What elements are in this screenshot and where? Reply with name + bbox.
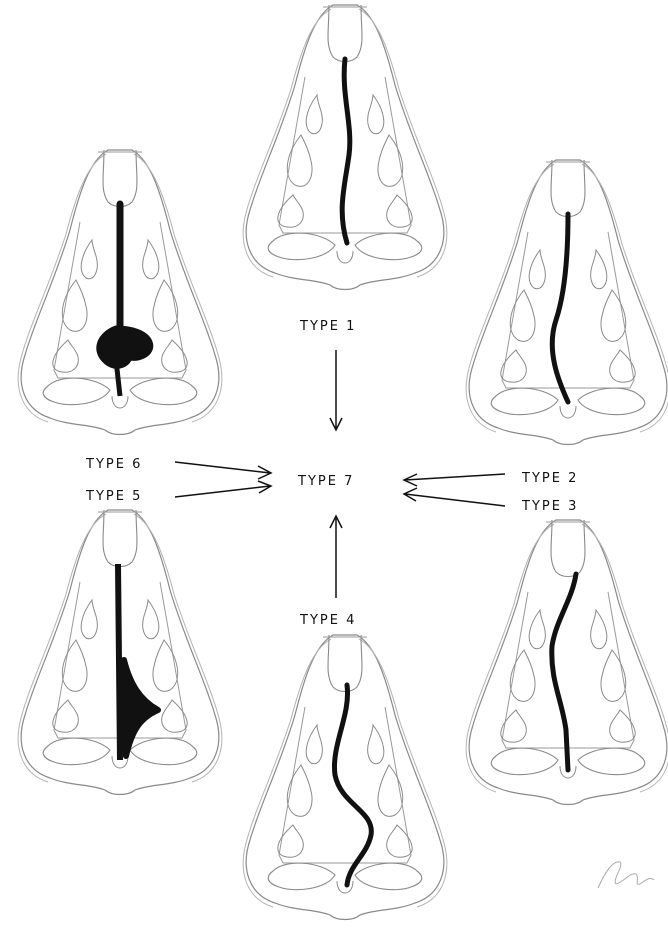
arrow-type4-to-type7 (330, 516, 342, 598)
arrow-type3-to-type7 (404, 488, 505, 506)
label-type-2: TYPE 2 (521, 471, 578, 486)
nose-type-4 (243, 635, 447, 920)
septum-type-2 (552, 214, 568, 402)
nose-type-3 (466, 520, 668, 805)
label-type-5: TYPE 5 (85, 489, 142, 504)
arrow-type2-to-type7 (404, 474, 505, 486)
label-type-4: TYPE 4 (299, 613, 356, 628)
nose-type-2 (466, 160, 668, 445)
septum-type-4 (334, 685, 371, 885)
septum-type-3 (552, 574, 576, 770)
nose-type-5 (18, 510, 222, 795)
label-type-3: TYPE 3 (521, 499, 578, 514)
septal-spur-type-6 (99, 328, 151, 396)
septum-type-1 (342, 59, 350, 243)
nose-type-1 (243, 5, 447, 290)
artist-signature (598, 862, 654, 888)
label-type-7: TYPE 7 (297, 474, 354, 489)
label-type-6: TYPE 6 (85, 457, 142, 472)
arrow-type5-to-type7 (175, 481, 271, 497)
septum-type-5 (118, 564, 158, 760)
label-type-1: TYPE 1 (299, 319, 356, 334)
arrow-type6-to-type7 (175, 462, 271, 479)
arrow-type1-to-type7 (330, 350, 342, 430)
nose-type-6 (18, 150, 222, 435)
